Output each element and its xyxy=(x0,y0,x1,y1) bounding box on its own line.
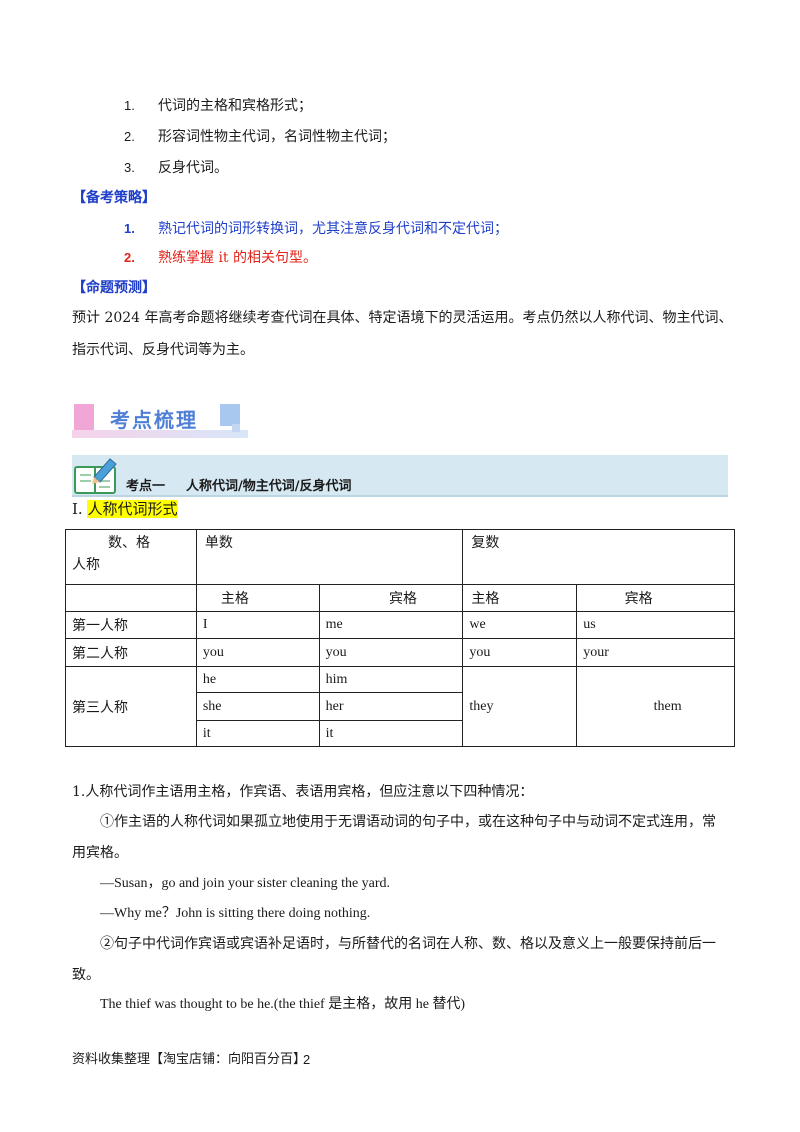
topic-title: 人称代词/物主代词/反身代词 xyxy=(186,479,352,494)
subsection-roman: Ⅰ. xyxy=(72,500,83,518)
table-cell xyxy=(65,584,197,612)
table-cell: it xyxy=(318,720,464,747)
objective-header: 宾格 xyxy=(318,584,464,612)
table-cell: we xyxy=(462,611,578,639)
table-row: it it xyxy=(66,720,735,747)
person-cell: 第一人称 xyxy=(65,611,197,639)
table-cell: you xyxy=(462,638,578,667)
table-cell: him xyxy=(318,666,464,693)
corner-top-label: 数、格 xyxy=(108,535,150,551)
prediction-line: 预计 2024 年高考命题将继续考查代词在具体、特定语境下的灵活运用。考点仍然以… xyxy=(72,310,733,326)
banner-right-block xyxy=(220,404,240,426)
case-text: ②句子中代词作宾语或宾语补足语时，与所替代的名词在人称、数、格以及意义上一般要保… xyxy=(100,936,716,952)
section-banner: 考点梳理 xyxy=(72,402,248,438)
strategy-item-text: 熟记代词的词形转换词，尤其注意反身代词和不定代词； xyxy=(158,221,508,237)
list-item: 1. xyxy=(124,98,135,113)
objective-header: 宾格 xyxy=(576,584,735,612)
table-cell: her xyxy=(318,692,464,721)
table-row: 数、格 人称 单数 复数 xyxy=(65,529,735,585)
list-item-text: 代词的主格和宾格形式； xyxy=(158,98,312,114)
table-cell: they xyxy=(462,666,578,747)
table-row: 第一人称 I me we us xyxy=(65,611,735,639)
banner-right-accent xyxy=(232,424,240,432)
example-text: —Susan，go and join your sister cleaning … xyxy=(100,876,391,891)
strategy-item-text: 熟练掌握 it 的相关句型。 xyxy=(158,250,318,266)
banner-underline xyxy=(72,430,248,438)
plural-header: 复数 xyxy=(462,529,735,585)
table-cell: I xyxy=(195,611,320,639)
singular-header: 单数 xyxy=(195,529,464,585)
table-corner-cell: 数、格 人称 xyxy=(65,529,197,585)
nominative-header: 主格 xyxy=(462,584,578,612)
prediction-heading: 【命题预测】 xyxy=(72,280,156,296)
example-text: The thief was thought to be he.(the thie… xyxy=(100,997,466,1012)
footer-text: 资料收集整理【淘宝店铺：向阳百分百】 xyxy=(72,1052,307,1067)
table-cell: she xyxy=(195,692,320,721)
subsection-heading: Ⅰ. 人称代词形式 xyxy=(72,499,178,519)
banner-left-block xyxy=(74,404,94,430)
pronoun-table: 数、格 人称 单数 复数 主格 宾格 主格 宾格 第一人称 I me we us… xyxy=(65,529,735,747)
strategy-item-num: 2. xyxy=(124,250,135,265)
table-cell: you xyxy=(318,638,464,667)
table-cell: us xyxy=(576,611,735,639)
subsection-title: 人称代词形式 xyxy=(87,500,178,518)
topic-bar: 考点一 人称代词/物主代词/反身代词 xyxy=(72,455,728,497)
strategy-item-num: 1. xyxy=(124,221,135,236)
example-text: —Why me？John is sitting there doing noth… xyxy=(100,906,371,921)
rule-text: 1.人称代词作主语用主格，作宾语、表语用宾格，但应注意以下四种情况： xyxy=(72,784,534,800)
table-row: 主格 宾格 主格 宾格 xyxy=(65,584,735,612)
notebook-pencil-icon xyxy=(74,458,117,494)
list-item-text: 反身代词。 xyxy=(158,160,228,176)
table-cell: me xyxy=(318,611,464,639)
strategy-heading: 【备考策略】 xyxy=(72,190,156,206)
person-cell: 第三人称 xyxy=(65,666,197,747)
corner-bottom-label: 人称 xyxy=(72,557,100,573)
prediction-line: 指示代词、反身代词等为主。 xyxy=(72,342,254,358)
page-number: 2 xyxy=(303,1052,311,1067)
topic-label: 考点一 xyxy=(126,479,166,494)
table-row: 第三人称 he him they them xyxy=(65,666,735,747)
table-cell: he xyxy=(195,666,320,693)
case-text: 致。 xyxy=(72,967,100,983)
table-cell: it xyxy=(195,720,320,747)
table-cell: your xyxy=(576,638,735,667)
table-cell: you xyxy=(195,638,320,667)
case-text: ①作主语的人称代词如果孤立地使用于无谓语动词的句子中，或在这种句子中与动词不定式… xyxy=(100,814,716,830)
nominative-header: 主格 xyxy=(195,584,320,612)
list-item: 2. xyxy=(124,129,135,144)
list-item-text: 形容词性物主代词，名词性物主代词； xyxy=(158,129,396,145)
table-cell: them xyxy=(576,666,735,747)
case-text: 用宾格。 xyxy=(72,845,128,861)
table-row: 第二人称 you you you your xyxy=(65,638,735,667)
person-cell: 第二人称 xyxy=(65,638,197,667)
list-item: 3. xyxy=(124,160,135,175)
banner-title: 考点梳理 xyxy=(110,408,198,432)
